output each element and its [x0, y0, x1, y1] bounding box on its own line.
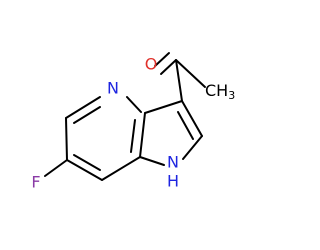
- substituents: [44, 52, 206, 177]
- bond-c7a-c7: [101, 156, 141, 181]
- bond-n1-c7a: [139, 156, 165, 166]
- bond-c5-n4-inner: [73, 106, 101, 124]
- bond-c3-c2-inner: [177, 111, 194, 140]
- bond-n4-c3a: [126, 96, 142, 113]
- bond-c3-carbonyl: [175, 59, 183, 102]
- bond-c3-c2: [181, 100, 203, 137]
- bond-carbonyl-o-double: [154, 52, 170, 67]
- methyl-text: CH: [205, 81, 228, 100]
- fluorine-label: F: [31, 173, 40, 192]
- pyrrole-nitrogen-label: N: [167, 153, 179, 172]
- pyrrole-ring: [139, 100, 203, 166]
- bond-c3a-c3: [144, 100, 183, 114]
- pyrrole-hydrogen-label: H: [167, 172, 179, 191]
- bond-c6-f: [44, 159, 68, 177]
- bond-c7-c6-inner: [73, 154, 101, 171]
- bond-c7-c6: [66, 159, 103, 181]
- bond-c2-n1: [182, 135, 203, 160]
- oxygen-label: O: [145, 55, 158, 74]
- molecule-structure: N N H F O CH3: [31, 52, 235, 192]
- bond-carbonyl-methyl: [175, 59, 206, 88]
- bond-c3a-c7a-inner: [130, 119, 136, 153]
- methyl-label: CH3: [205, 81, 235, 102]
- bond-c3a-c7a: [139, 112, 146, 158]
- pyridine-nitrogen-label: N: [107, 79, 119, 98]
- methyl-subscript: 3: [228, 89, 235, 102]
- pyridine-ring: [65, 96, 146, 181]
- bond-c6-c5: [65, 117, 68, 161]
- bond-c5-n4: [65, 96, 101, 119]
- bond-carbonyl-o: [160, 59, 177, 75]
